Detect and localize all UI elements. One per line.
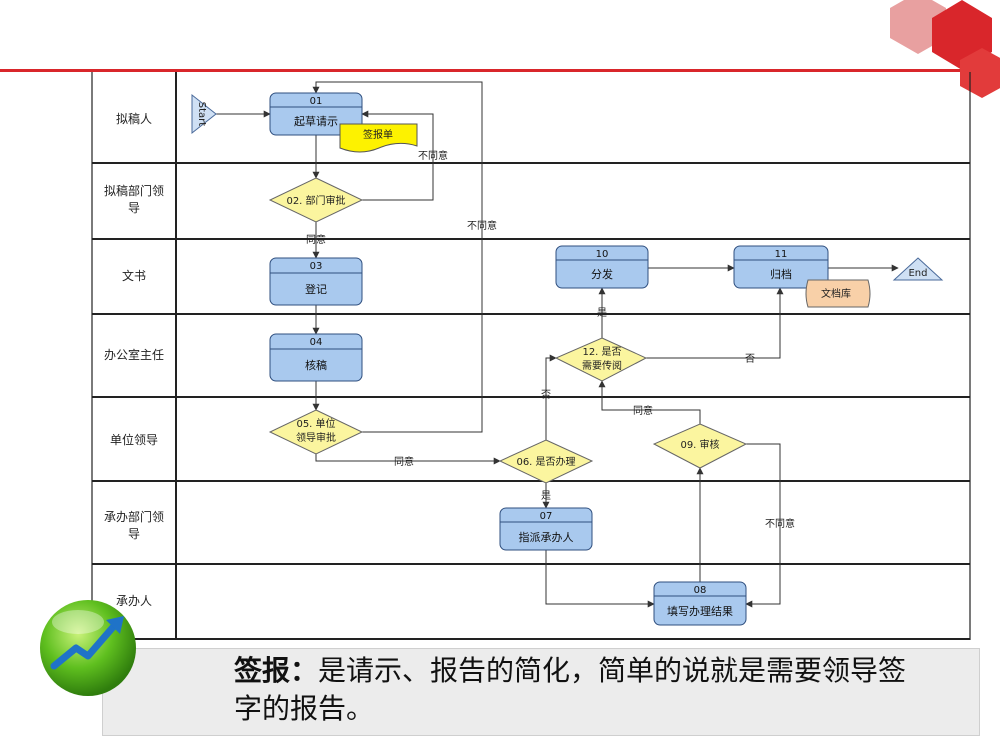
doc-archive-label: 文档库 [821,287,851,300]
lane-label-handling-dept-leader-2: 导 [128,527,140,541]
node-11-label: 归档 [770,267,792,281]
edge-label-yes-06: 是 [541,490,551,502]
node-04-label: 核稿 [305,358,327,372]
node-11-archive: 11 归档 [733,245,829,289]
doc-sign-report: 签报单 [339,123,418,153]
node-10-label: 分发 [591,267,613,281]
lane-label-dept-leader-1: 拟稿部门领 [104,183,164,198]
edge-label-yes-12: 是 [597,307,607,319]
lane-label-handler: 承办人 [116,593,152,608]
node-03-label: 登记 [305,282,327,296]
node-07-label: 指派承办人 [519,530,574,544]
node-09-audit: 09. 审核 [652,423,748,469]
lane-label-office-director: 办公室主任 [104,347,164,362]
lane-label-dept-leader-2: 导 [128,201,140,215]
lane-label-clerk: 文书 [122,268,146,283]
node-10-number: 10 [596,249,609,260]
node-10-distribute: 10 分发 [555,245,649,289]
node-02-label: 02. 部门审批 [286,194,345,207]
end-terminal: End [892,257,944,281]
lane-grid [91,72,971,640]
edge-label-disagree-09: 不同意 [765,517,795,530]
edge-label-no-12: 否 [745,353,755,365]
node-08-label: 填写办理结果 [667,604,733,618]
edge-label-agree-05: 同意 [394,455,414,468]
node-07-assign-handler: 07 指派承办人 [499,507,593,551]
note-text: 签报：是请示、报告的简化，简单的说就是需要领导签字的报告。 [234,652,934,728]
note-panel [102,648,980,736]
lane-label-unit-leader: 单位领导 [110,432,158,447]
node-12-label-line2: 需要传阅 [582,359,622,372]
edge-label-no-06: 否 [541,389,551,401]
node-07-number: 07 [540,511,553,522]
node-11-number: 11 [775,249,788,260]
node-03-register: 03 登记 [269,257,363,306]
note-term: 签报： [234,654,319,687]
node-03-number: 03 [310,261,323,272]
end-label: End [908,268,927,279]
lane-label-handling-dept-leader-1: 承办部门领 [104,509,164,524]
node-05-label-line2: 领导审批 [296,431,336,444]
lane-label-drafter: 拟稿人 [116,111,152,126]
note-definition: 是请示、报告的简化，简单的说就是需要领导签字的报告。 [234,654,907,725]
edge-label-disagree-05: 不同意 [467,219,497,232]
node-05-unit-leader-approval: 05. 单位 领导审批 [268,409,364,455]
node-06-whether-handle: 06. 是否办理 [498,439,594,484]
edge-label-agree-09: 同意 [633,404,653,417]
header-red-line [0,69,1000,72]
start-label: Start [196,102,207,127]
node-06-label: 06. 是否办理 [516,455,575,468]
node-01-number: 01 [310,96,323,107]
start-terminal: Start [191,93,217,135]
hexagon-decoration-icon [890,0,1000,98]
flow-edges [216,81,899,608]
edge-label-agree-02: 同意 [306,233,326,246]
node-12-whether-circulate: 12. 是否 需要传阅 [554,337,648,382]
node-12-label-line1: 12. 是否 [582,346,621,358]
doc-sign-report-label: 签报单 [363,128,393,141]
node-04-number: 04 [310,337,323,348]
node-04-review-draft: 04 核稿 [269,333,363,382]
green-ball-arrow-icon [40,600,136,696]
node-08-number: 08 [694,585,707,596]
node-01-draft-request: 01 起草请示 [269,92,363,136]
doc-archive-library: 文档库 [805,279,871,308]
node-09-label: 09. 审核 [680,438,719,451]
node-01-label: 起草请示 [294,115,338,128]
edge-label-disagree-02: 不同意 [418,149,448,162]
node-08-fill-result: 08 填写办理结果 [653,581,747,626]
node-05-label-line1: 05. 单位 [296,417,335,430]
node-02-dept-approval: 02. 部门审批 [268,177,364,223]
